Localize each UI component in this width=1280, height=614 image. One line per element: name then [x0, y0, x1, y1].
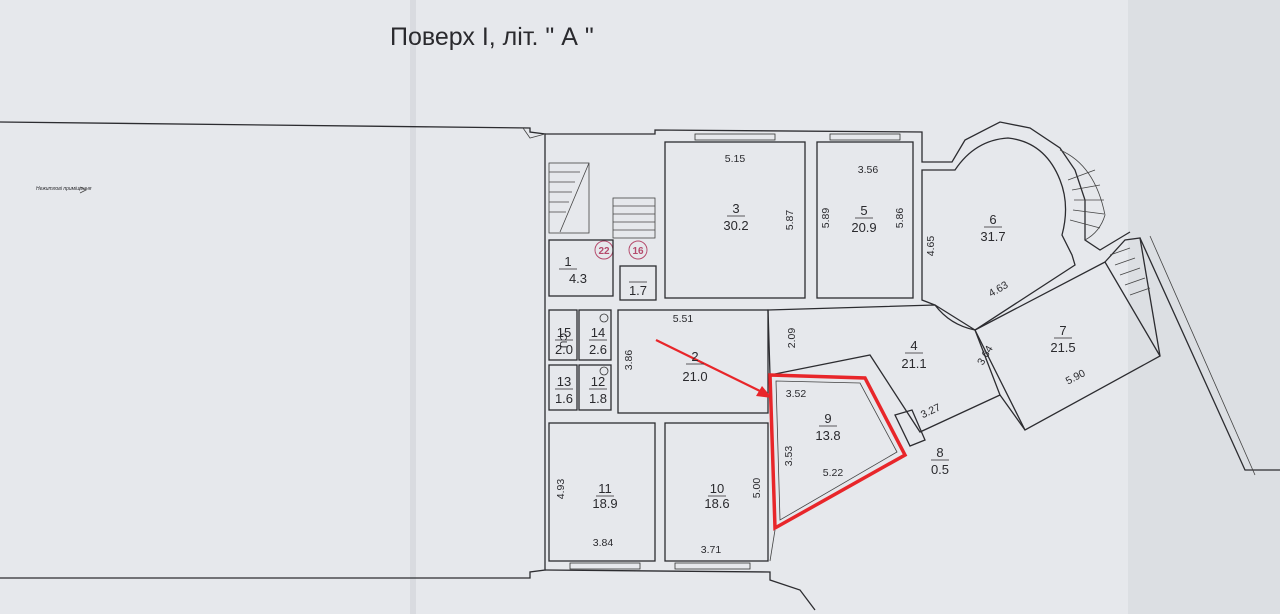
dimension-label: 5.51 [673, 313, 694, 325]
room-area-label: 1.6 [555, 391, 573, 406]
room-2 [617, 309, 769, 414]
room-area-label: 21.0 [682, 369, 707, 384]
signature-arrow-icon [79, 186, 87, 194]
plan-title: Поверх І, літ. " А " [390, 23, 594, 51]
circle-mark-16 [628, 240, 648, 260]
dimension-label: 5.89 [820, 208, 832, 229]
room-area-label: 4.3 [569, 271, 587, 286]
dimension-label: 5.00 [751, 478, 763, 499]
wall [999, 394, 1026, 431]
dimension-label: 3.84 [593, 537, 614, 549]
stair-left [548, 162, 590, 234]
dimension-label: 3.53 [783, 446, 795, 467]
room-area-label: 1.8 [589, 391, 607, 406]
wall-mark: CU [557, 333, 569, 348]
room-3 [664, 141, 806, 299]
room-number-label: 7 [1059, 323, 1066, 338]
room-area-label: 18.6 [704, 496, 729, 511]
dimension-label: 5.87 [784, 210, 796, 231]
dimension-label: 3.56 [858, 164, 879, 176]
window [674, 562, 751, 570]
outline-right-ext [1139, 237, 1280, 471]
outline-right [1104, 237, 1161, 357]
arrow-head-icon [756, 386, 772, 398]
window [569, 562, 641, 570]
room-number-label: 14 [591, 325, 605, 340]
room-number-label: 5 [860, 203, 867, 218]
room-9 [775, 380, 898, 521]
room-number-label: 13 [557, 374, 571, 389]
circle-label-16: 16 [632, 246, 644, 257]
room-area-label: 2.6 [589, 342, 607, 357]
dimension-label: 2.09 [786, 328, 798, 349]
room-8 [894, 409, 926, 447]
room-1-7 [619, 265, 657, 301]
room-14 [578, 309, 612, 361]
room-12 [578, 364, 612, 411]
stair-round [1059, 149, 1106, 241]
room-area-label: 20.9 [851, 220, 876, 235]
wc-icon [599, 366, 609, 376]
dimension-label: 3.52 [786, 388, 807, 400]
room-number-label: 6 [989, 212, 996, 227]
room-area-label: 30.2 [723, 218, 748, 233]
room-15 [548, 309, 578, 361]
outline-left [0, 121, 546, 579]
wc-icon [599, 313, 609, 323]
room-area-label: 21.5 [1050, 340, 1075, 355]
room-11 [548, 422, 656, 562]
stair-right [1109, 247, 1151, 296]
room-1 [548, 239, 614, 297]
room-13 [548, 364, 578, 411]
room-number-label: 10 [710, 481, 724, 496]
room-number-label: 15 [557, 325, 571, 340]
room-labels: 1 4.3 2 21.0 3 30.2 4 21.1 5 20.9 6 31.7 7 21.5 8 0.5 9 1… [555, 201, 1076, 511]
outer-wall-line [1149, 235, 1256, 476]
room-area-label: 1.7 [629, 283, 647, 298]
window [829, 133, 901, 141]
dimension-label: 4.93 [555, 479, 567, 500]
room-number-label: 9 [824, 411, 831, 426]
room-number-label: 8 [936, 445, 943, 460]
room-area-label: 31.7 [980, 229, 1005, 244]
room-area-label: 18.9 [592, 496, 617, 511]
stair-mid [612, 197, 656, 239]
dimension-label: 5.15 [725, 153, 746, 165]
room-area-label: 21.1 [901, 356, 926, 371]
room-9-highlight [768, 373, 908, 531]
dimension-label: 3.86 [623, 350, 635, 371]
room-area-label: 0.5 [931, 462, 949, 477]
dimension-label: 3.71 [701, 544, 722, 556]
wall [769, 529, 776, 562]
room-5 [816, 141, 914, 299]
window [694, 133, 776, 141]
room-area-label: 13.8 [815, 428, 840, 443]
room-number-label: 3 [732, 201, 739, 216]
pointer-arrow [655, 339, 763, 393]
signature-label: Нежитлові приміщення [36, 186, 92, 192]
dimension-label: 4.65 [925, 236, 937, 257]
room-6 [921, 137, 1076, 331]
wall-corner [522, 127, 546, 139]
room-number-label: 1 [564, 254, 571, 269]
outline-bottom [544, 569, 816, 611]
dimension-label: 5.22 [823, 467, 844, 479]
room-number-label: 2 [691, 349, 698, 364]
room-area-label: 2.0 [555, 342, 573, 357]
room-number-label: 11 [598, 481, 612, 496]
room-number-label: 4 [910, 338, 917, 353]
room-10 [664, 422, 769, 562]
outline-main [545, 121, 1131, 251]
dimension-label: 5.86 [894, 208, 906, 229]
room-number-label: 12 [591, 374, 605, 389]
circle-label-22: 22 [598, 246, 610, 257]
room-4 [767, 304, 1001, 433]
